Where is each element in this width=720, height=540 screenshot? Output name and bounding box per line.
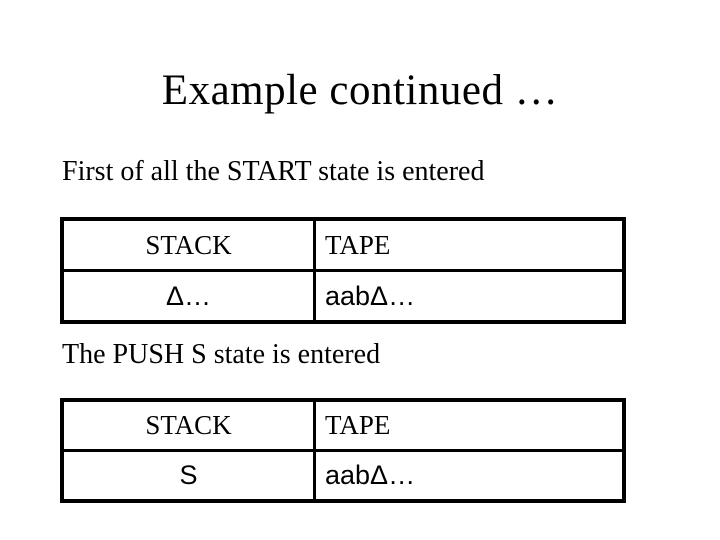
header-cell-stack: STACK [64, 221, 316, 269]
tape-value-cell: aabΔ… [325, 460, 416, 490]
stack-value-cell: S [64, 452, 316, 499]
push-s-state-table: STACK TAPE S aabΔ… [60, 398, 626, 503]
slide-title: Example continued … [161, 67, 559, 114]
body-text-start-state: First of all the START state is entered [62, 156, 485, 187]
body-text-push-s-state: The PUSH S state is entered [62, 339, 381, 370]
stack-value-cell: Δ… [64, 272, 316, 320]
start-state-table: STACK TAPE Δ… aabΔ… [60, 217, 626, 324]
table-header-row: STACK TAPE [64, 221, 622, 272]
table-data-row: Δ… aabΔ… [64, 272, 622, 320]
table-header-row: STACK TAPE [64, 402, 622, 452]
header-cell-tape: TAPE [325, 410, 391, 440]
tape-value-cell: aabΔ… [325, 280, 416, 311]
table-data-row: S aabΔ… [64, 452, 622, 499]
header-cell-stack: STACK [64, 402, 316, 449]
header-cell-tape: TAPE [325, 229, 391, 260]
